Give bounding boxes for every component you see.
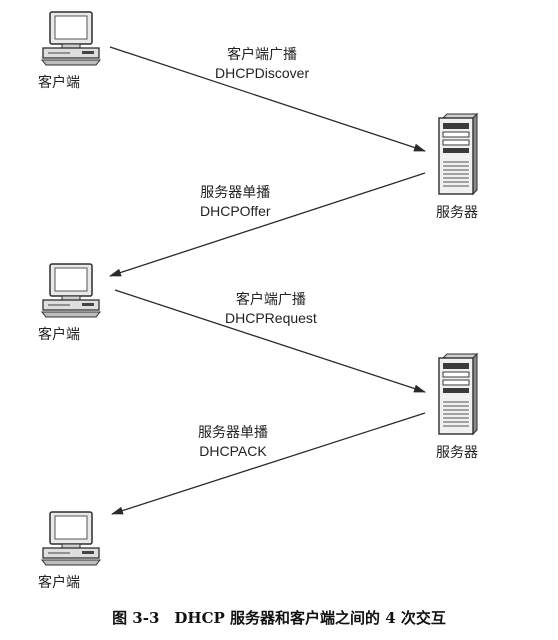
arrow-discover — [109, 46, 426, 152]
message-3-packet: DHCPRequest — [225, 310, 317, 326]
arrow-ack — [111, 412, 426, 515]
message-1-packet: DHCPDiscover — [215, 65, 310, 81]
message-2-label: 服务器单播 DHCPOffer — [200, 184, 271, 220]
message-4-label: 服务器单播 DHCPACK — [198, 424, 268, 460]
tower-server-icon — [438, 352, 479, 436]
desktop-computer-icon — [40, 11, 102, 66]
server-label-1: 服务器 — [436, 205, 478, 221]
arrow-request — [114, 289, 426, 393]
client-label-2: 客户端 — [38, 327, 80, 343]
desktop-computer-icon — [40, 511, 102, 566]
message-3-type: 客户端广播 — [235, 292, 306, 308]
message-4-type: 服务器单播 — [198, 425, 268, 441]
message-3-label: 客户端广播 DHCPRequest — [225, 291, 317, 327]
client-computer-1 — [40, 10, 104, 66]
server-1 — [437, 112, 479, 196]
server-2 — [437, 352, 479, 436]
message-2-type: 服务器单播 — [200, 185, 271, 201]
figure-caption: 图 3-3 DHCP 服务器和客户端之间的 4 次交互 — [112, 609, 446, 627]
server-label-2: 服务器 — [436, 445, 478, 461]
message-1-type: 客户端广播 — [227, 47, 298, 63]
message-2-packet: DHCPOffer — [200, 203, 271, 219]
arrow-offer — [109, 172, 426, 277]
tower-server-icon — [438, 112, 479, 196]
desktop-computer-icon — [40, 263, 102, 318]
message-4-packet: DHCPACK — [199, 443, 267, 459]
message-1-label: 客户端广播 DHCPDiscover — [215, 46, 309, 82]
client-computer-2 — [40, 262, 104, 318]
client-computer-3 — [40, 510, 104, 566]
client-label-1: 客户端 — [38, 75, 80, 91]
client-label-3: 客户端 — [38, 575, 80, 591]
